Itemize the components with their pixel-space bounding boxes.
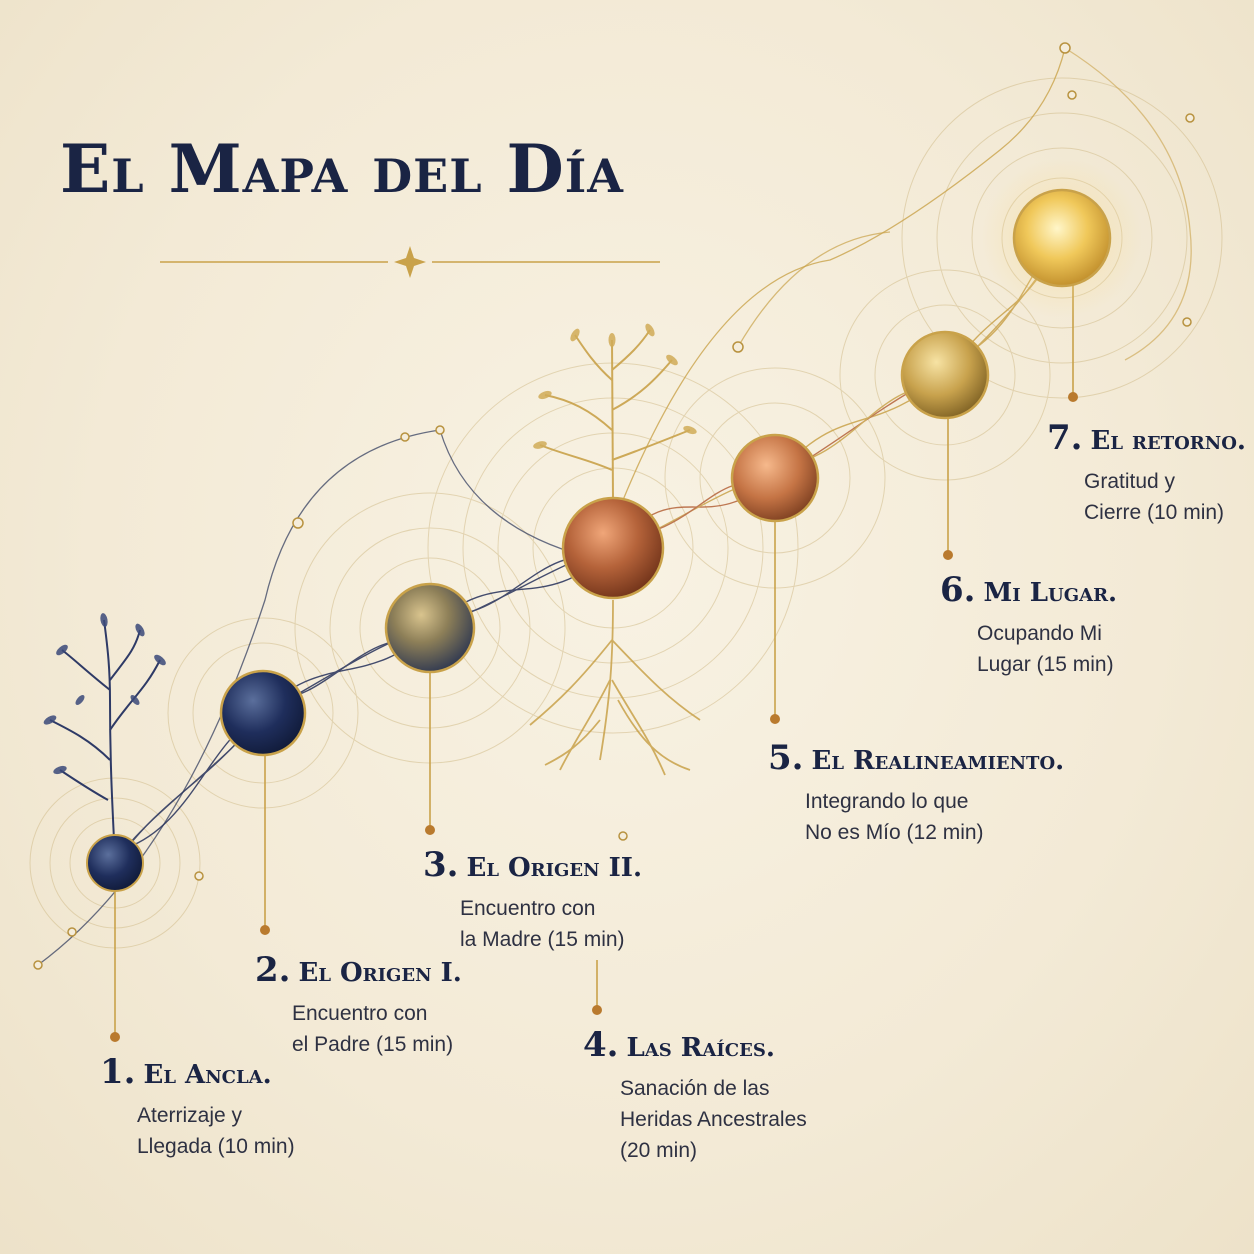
step-title: El Realineamiento. (811, 746, 1065, 776)
step-title: Mi Lugar. (983, 578, 1118, 608)
sphere-7 (1012, 188, 1112, 288)
step-desc-line: el Padre (15 min) (292, 1033, 454, 1056)
sphere-3 (384, 582, 476, 674)
step-number: 3. (423, 845, 459, 885)
navy-tree-icon (49, 619, 161, 861)
step-1: 1.El Ancla. Aterrizaje y Llegada (10 min) (100, 1052, 295, 1162)
step-desc-line: Lugar (15 min) (977, 653, 1114, 676)
navy-leaves (43, 613, 166, 775)
step-number: 6. (940, 570, 976, 610)
step-desc-line: la Madre (15 min) (460, 928, 625, 951)
step-title: Las Raíces. (626, 1033, 775, 1063)
step-number: 1. (100, 1052, 136, 1092)
orbit-dots (33, 42, 1195, 970)
sphere-2 (219, 669, 307, 757)
step-desc-line: Gratitud y (1084, 470, 1176, 493)
step-desc-line: Encuentro con (292, 1002, 428, 1025)
step-desc-line: No es Mío (12 min) (805, 821, 984, 844)
star-icon (394, 246, 426, 278)
sphere-group (86, 188, 1112, 892)
page-title: El Mapa del Día (60, 130, 625, 208)
sphere-4 (561, 496, 665, 600)
step-title: El Origen I. (298, 958, 462, 988)
sphere-5 (730, 433, 820, 523)
step-title: El Ancla. (143, 1060, 272, 1090)
golden-tree-icon (539, 329, 691, 501)
halo-rings (29, 77, 1223, 949)
orbit-arcs (37, 47, 1192, 966)
step-7: 7.El retorno. Gratitud y Cierre (10 min) (1047, 418, 1246, 528)
step-number: 2. (255, 950, 291, 990)
step-desc-line: Integrando lo que (805, 790, 969, 813)
step-2: 2.El Origen I. Encuentro con el Padre (15… (255, 950, 462, 1060)
step-desc-line: Encuentro con (460, 897, 596, 920)
step-desc-line: Ocupando Mi (977, 622, 1102, 645)
step-6: 6.Mi Lugar. Ocupando Mi Lugar (15 min) (940, 570, 1117, 680)
step-number: 7. (1047, 418, 1083, 458)
step-3: 3.El Origen II. Encuentro con la Madre (1… (423, 845, 642, 955)
golden-roots (529, 599, 701, 776)
step-title: El retorno. (1090, 426, 1246, 456)
sphere-6 (900, 330, 990, 420)
leader-end-dots (110, 392, 1078, 1042)
step-desc-line: Sanación de las (620, 1077, 770, 1100)
step-desc-line: (20 min) (620, 1139, 698, 1162)
step-desc-line: Llegada (10 min) (137, 1135, 295, 1158)
golden-leaves (533, 323, 697, 449)
step-number: 5. (768, 738, 804, 778)
step-desc-line: Cierre (10 min) (1084, 501, 1225, 524)
title-divider (160, 246, 660, 278)
step-desc-line: Heridas Ancestrales (620, 1108, 807, 1131)
step-number: 4. (583, 1025, 619, 1065)
sphere-1 (86, 834, 144, 892)
step-title: El Origen II. (466, 853, 643, 883)
step-desc-line: Aterrizaje y (137, 1104, 243, 1127)
